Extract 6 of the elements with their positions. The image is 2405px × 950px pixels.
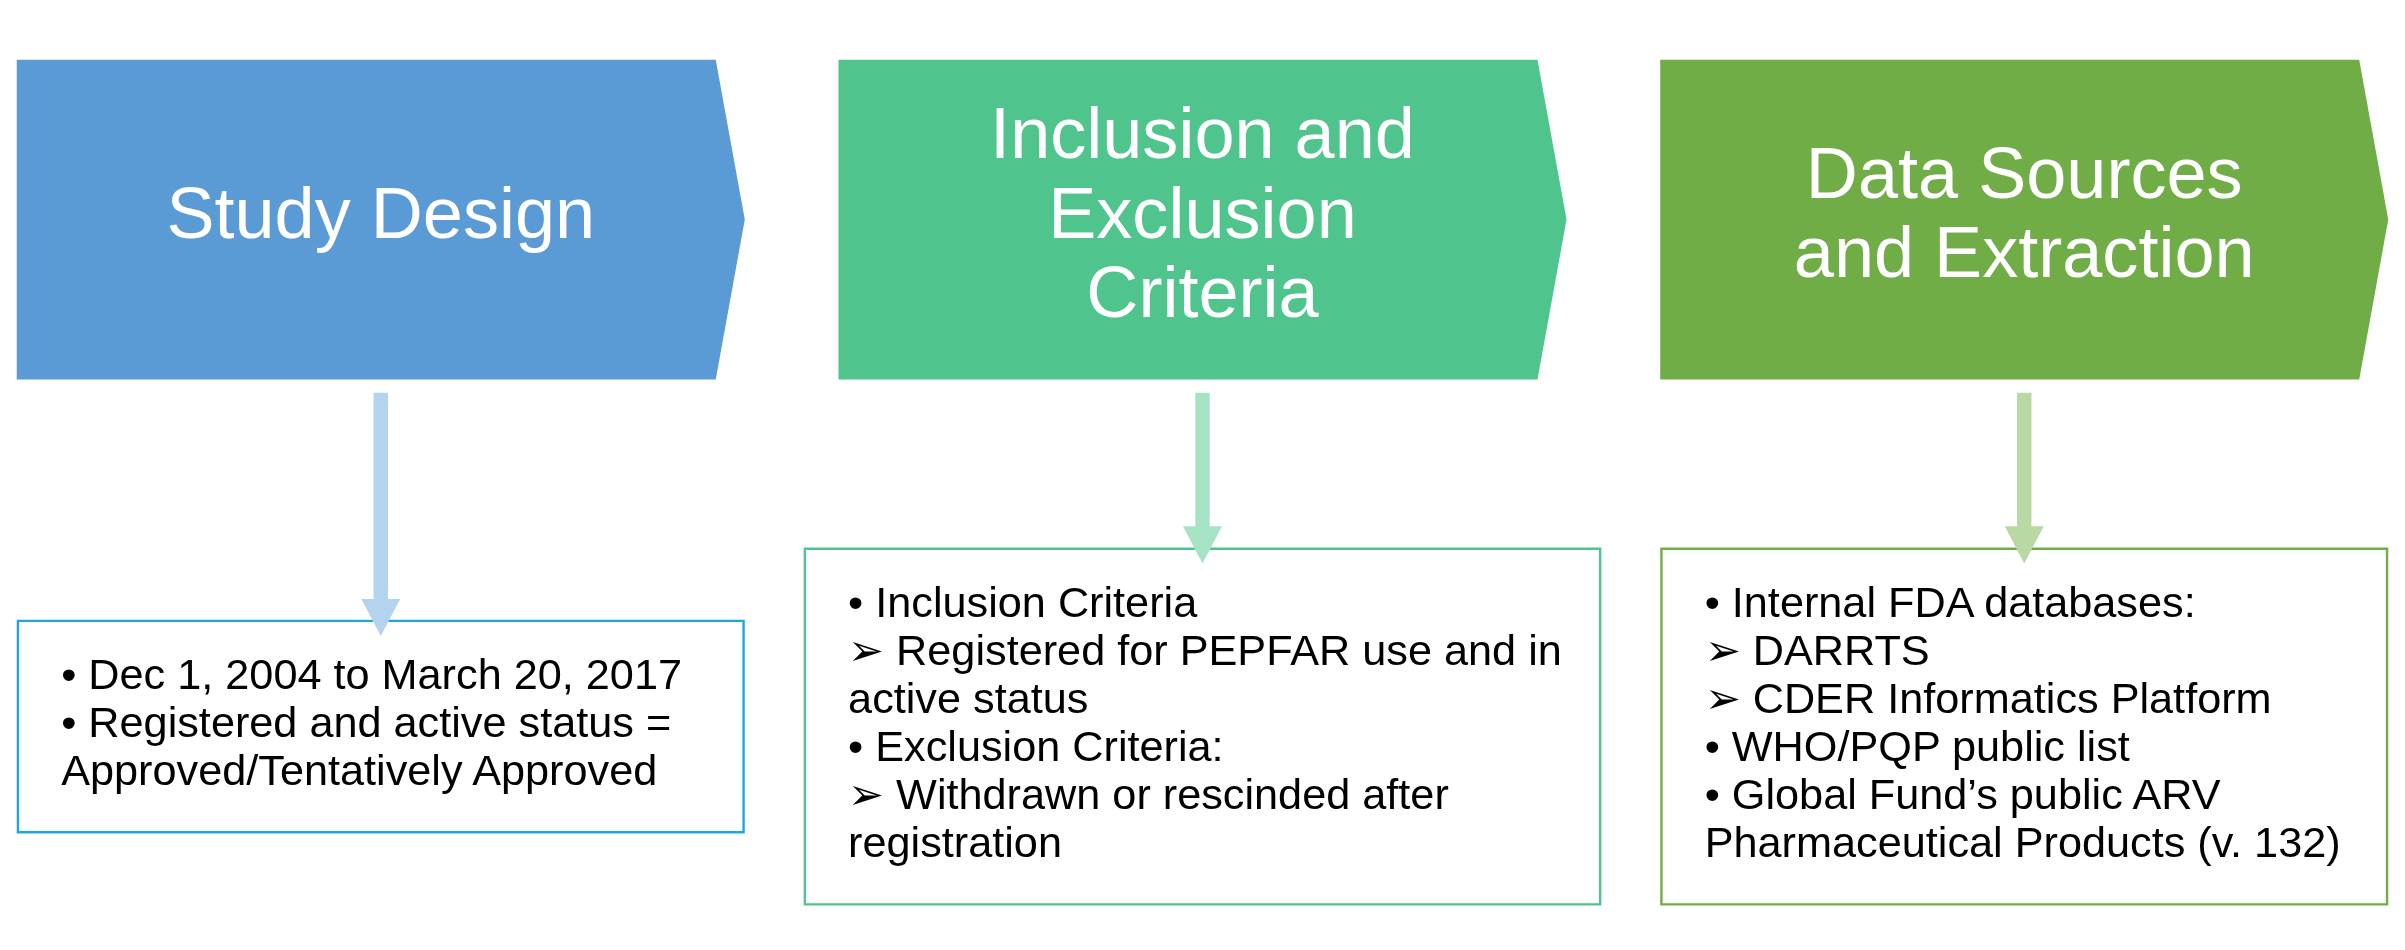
arrow <box>2004 392 2044 563</box>
arrow <box>1183 392 1222 563</box>
arrow <box>361 392 401 636</box>
node-box: • Dec 1, 2004 to March 20, 2017 • Registered and active status = Approved/Tentatively Approved <box>16 619 745 833</box>
node-box: • Inclusion Criteria ➢ Registered for PEPFAR use and in active status • Exclusion Criteria: ➢ Withdrawn or rescinded after registration <box>803 547 1602 906</box>
node-box: • Internal FDA databases: ➢ DARRTS ➢ CDER Informatics Platform • WHO/PQP public list • Global Fund’s public ARV Pharmaceutical Products (v. 132) <box>1660 547 2389 906</box>
